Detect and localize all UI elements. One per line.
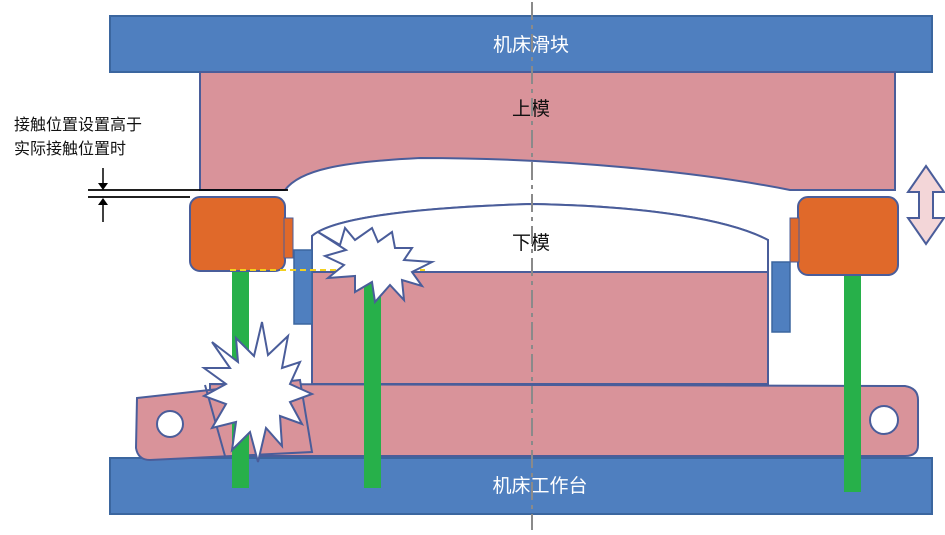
impact-burst-lower — [200, 321, 315, 463]
movement-arrow-icon — [906, 164, 945, 246]
machine-ram: 机床滑块 — [109, 15, 933, 73]
left-orange-block — [189, 196, 294, 272]
left-bolt-hole — [156, 410, 184, 438]
lower-die: 下模 — [311, 202, 769, 385]
annotation-line-1: 接触位置设置高于 — [14, 115, 142, 134]
gap-dimension-marker — [88, 168, 288, 222]
bottom-plate — [209, 382, 919, 457]
center-pin — [364, 270, 381, 488]
right-orange-block — [789, 196, 899, 276]
impact-burst-upper — [317, 225, 436, 305]
left-guide-block — [293, 249, 313, 325]
right-bolt-hole — [869, 405, 899, 435]
right-guide-block — [771, 261, 791, 333]
upper-die: 上模 — [199, 71, 896, 191]
annotation-line-2: 实际接触位置时 — [14, 139, 126, 158]
right-pin — [844, 274, 861, 492]
bed-label: 机床工作台 — [492, 475, 587, 497]
